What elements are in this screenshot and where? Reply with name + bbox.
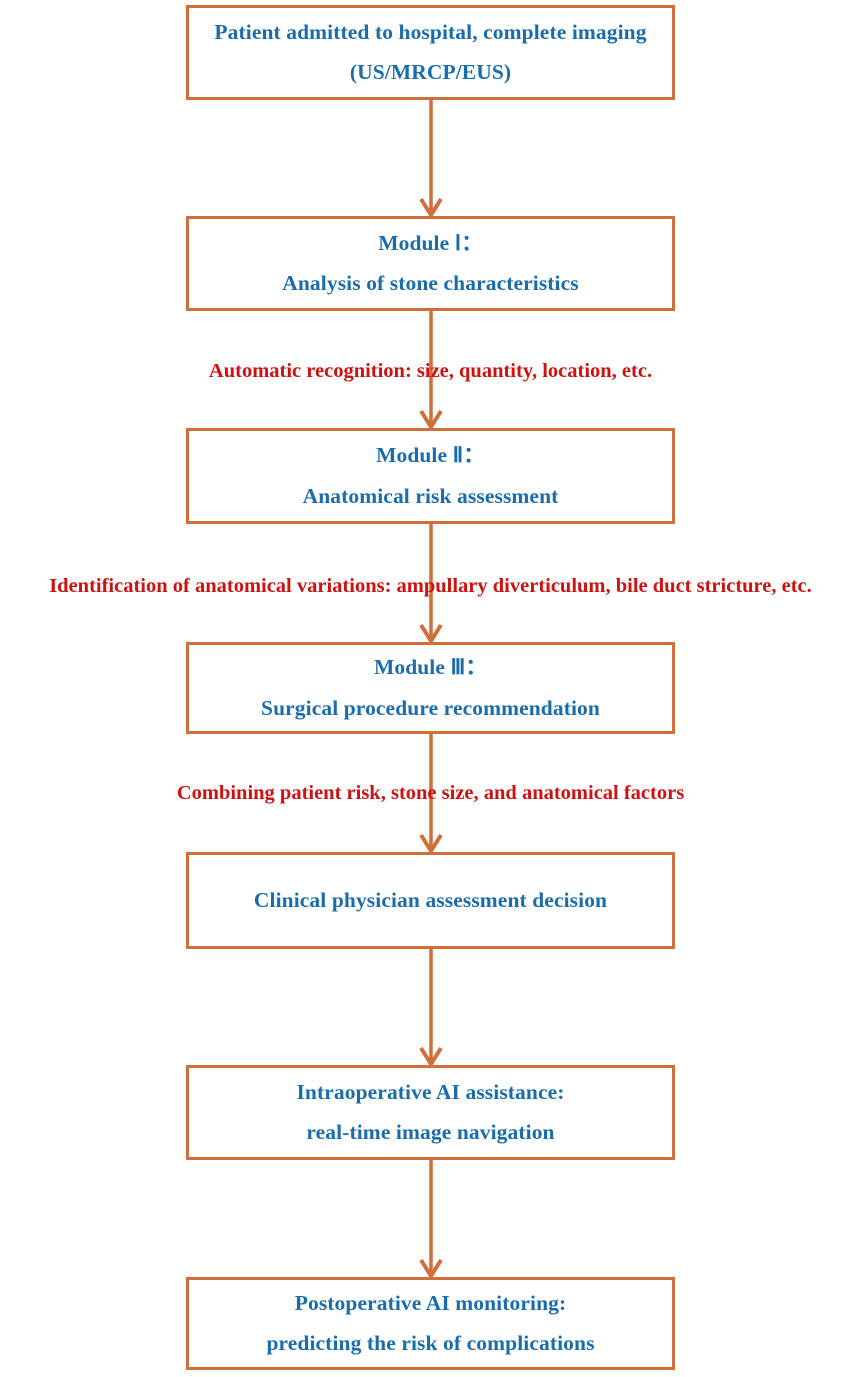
box-text-line: Intraoperative AI assistance: [296,1079,565,1104]
arrowhead-4 [419,833,443,855]
module-one-box[interactable]: Module Ⅰ： Analysis of stone characterist… [186,216,675,311]
edge-label-automatic-recognition: Automatic recognition: size, quantity, l… [208,360,653,382]
box-text-line: Clinical physician assessment decision [253,887,608,912]
box-text-line: Analysis of stone characteristics [282,271,579,295]
arrowhead-3 [419,623,443,645]
module-two-box[interactable]: Module Ⅱ： Anatomical risk assessment [186,428,675,524]
box-text-line: Patient admitted to hospital, complete i… [214,19,647,44]
box-text-line: Module Ⅲ： [373,655,488,679]
box-text-line: Postoperative AI monitoring: [294,1290,567,1315]
arrowhead-6 [419,1258,443,1280]
patient-admission-box[interactable]: Patient admitted to hospital, complete i… [186,5,675,100]
arrowhead-2 [419,409,443,431]
box-text-line: Anatomical risk assessment [302,483,559,508]
arrowhead-5 [419,1046,443,1068]
box-text-line: Module Ⅱ： [376,443,485,467]
module-three-box[interactable]: Module Ⅲ： Surgical procedure recommendat… [186,642,675,734]
edge-label-anatomical-variations: Identification of anatomical variations:… [49,575,812,597]
postoperative-ai-box[interactable]: Postoperative AI monitoring: predicting … [186,1277,675,1370]
intraoperative-ai-box[interactable]: Intraoperative AI assistance: real-time … [186,1065,675,1160]
box-text-line: Surgical procedure recommendation [261,695,600,720]
arrowhead-1 [419,197,443,219]
box-text-line: real-time image navigation [306,1120,555,1144]
box-text-line: (US/MRCP/EUS) [349,60,512,84]
box-text-line: Module Ⅰ： [378,230,483,255]
edge-label-combining-factors: Combining patient risk, stone size, and … [176,782,685,804]
clinician-decision-box[interactable]: Clinical physician assessment decision [186,852,675,949]
box-text-line: predicting the risk of complications [266,1331,595,1355]
